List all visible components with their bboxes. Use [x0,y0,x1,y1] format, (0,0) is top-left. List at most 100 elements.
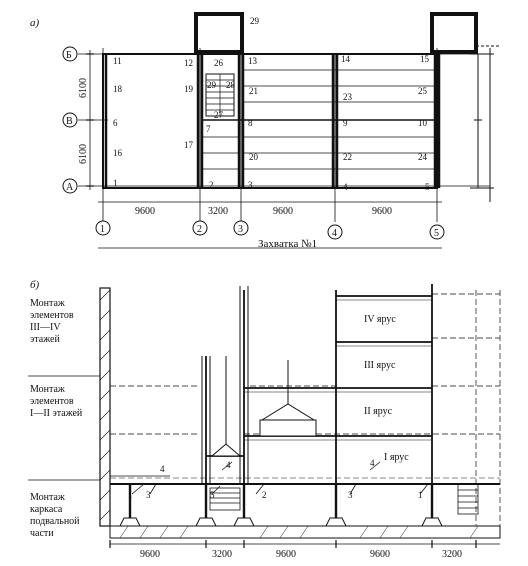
dim-h: 3200 [442,549,462,560]
element-number: 6 [113,118,118,128]
element-number: 12 [184,58,193,68]
element-number: 16 [113,148,123,158]
element-number: 17 [184,140,194,150]
axis-number: 4 [332,228,337,239]
element-number: 26 [214,58,224,68]
basement-stairs [209,483,479,515]
axis-letter: А [66,182,74,193]
dim-h: 9600 [370,549,390,560]
element-number: 23 [343,92,353,102]
zone-label: Захватка №1 [258,238,317,250]
dim-h: 9600 [273,206,293,217]
element-number: 20 [249,152,259,162]
element-number: 24 [418,152,428,162]
stage-text: Монтаж [30,492,65,503]
tier-label: I ярус [384,452,409,463]
left-wall [99,287,111,527]
dim-v: 6100 [78,78,89,98]
axis-number: 3 [238,224,243,235]
element-number: 1 [113,178,118,188]
foundation-slab [109,525,501,539]
dim-h: 3200 [212,549,232,560]
element-number: 4 [343,182,348,192]
axis-number: 1 [100,224,105,235]
section-label: б) [30,279,40,291]
tier-labels: IV ярус III ярус II ярус I ярус [364,314,409,463]
plan-horizontal-dims: 9600 3200 9600 9600 Захватка №1 [98,201,442,250]
element-number: 11 [113,56,122,66]
dim-h: 3200 [208,206,228,217]
stage-text: каркаса [30,504,63,515]
plan-axis-lines [102,48,438,222]
element-number: 13 [248,56,258,66]
stage-mid-label: Монтаж элементов I—II этажей [30,384,83,419]
stage-text: Монтаж [30,384,65,395]
callout-number: 3 [146,490,151,500]
element-number: 21 [249,86,258,96]
callout-number: 1 [418,490,423,500]
stage-text: I—II этажей [30,408,83,419]
plan-slabs [202,69,437,170]
tier-label: II ярус [364,406,393,417]
dim-h: 9600 [372,206,392,217]
stage-text: Монтаж [30,298,65,309]
future-frame [110,290,501,526]
element-number: 10 [418,118,428,128]
axis-letter: В [66,116,73,127]
plan-right-dims [470,48,494,202]
element-number: 22 [343,152,352,162]
element-number: 9 [343,118,348,128]
plan-vertical-dims: 6100 6100 [78,50,94,190]
axis-number: 2 [197,224,202,235]
callout-number: 1 [128,490,133,500]
element-number: 19 [184,84,194,94]
element-number: 29 [207,80,217,90]
plan-stair [205,73,235,117]
plan-label: а) [30,17,40,29]
element-number: 15 [420,54,430,64]
plan-columns [104,54,441,188]
tier-label: III ярус [364,360,396,371]
crane-loads [210,360,317,457]
plan-element-numbers: 1 2 3 4 5 6 7 8 9 10 11 12 13 14 15 16 1… [113,16,430,192]
element-number: 25 [418,86,428,96]
tier-frame [205,284,433,484]
element-number: 27 [214,110,224,120]
stage-text: элементов [30,310,74,321]
section-dims: 9600 3200 9600 9600 3200 [109,540,500,560]
stage-text: подвальной [30,516,80,527]
axis-letter: Б [66,50,72,61]
callout-number: 4 [160,464,165,474]
basement-columns [128,484,434,526]
plan-axis-numbers: 1 2 3 4 5 [95,220,445,240]
stage-top-label: Монтаж элементов III—IV этажей [30,298,74,345]
stage-bot-label: Монтаж каркаса подвальной части [30,492,80,539]
callout-number: 4 [370,458,375,468]
element-number: 7 [206,124,211,134]
column-joints [201,286,249,484]
dim-h: 9600 [276,549,296,560]
element-number: 5 [425,182,430,192]
dim-h: 9600 [140,549,160,560]
element-number: 18 [113,84,123,94]
stage-text: части [30,528,54,539]
plan-axis-letters: Б В А [62,46,78,194]
callout-number: 3 [348,490,353,500]
dim-h: 9600 [135,206,155,217]
callout-number: 4 [226,460,231,470]
stage-text: элементов [30,396,74,407]
callout-number: 2 [262,490,267,500]
plan-outline [102,53,438,189]
axis-number: 5 [434,228,439,239]
element-number: 8 [248,118,253,128]
element-number: 3 [248,180,253,190]
callout-leaders [110,461,429,495]
element-number: 28 [226,80,236,90]
tier-label: IV ярус [364,314,396,325]
section-callouts: 1 3 4 5 2 4 3 4 1 [128,458,423,500]
dim-v: 6100 [78,144,89,164]
element-number: 14 [341,54,351,64]
stage-text: III—IV [30,322,61,333]
element-number: 2 [209,180,214,190]
